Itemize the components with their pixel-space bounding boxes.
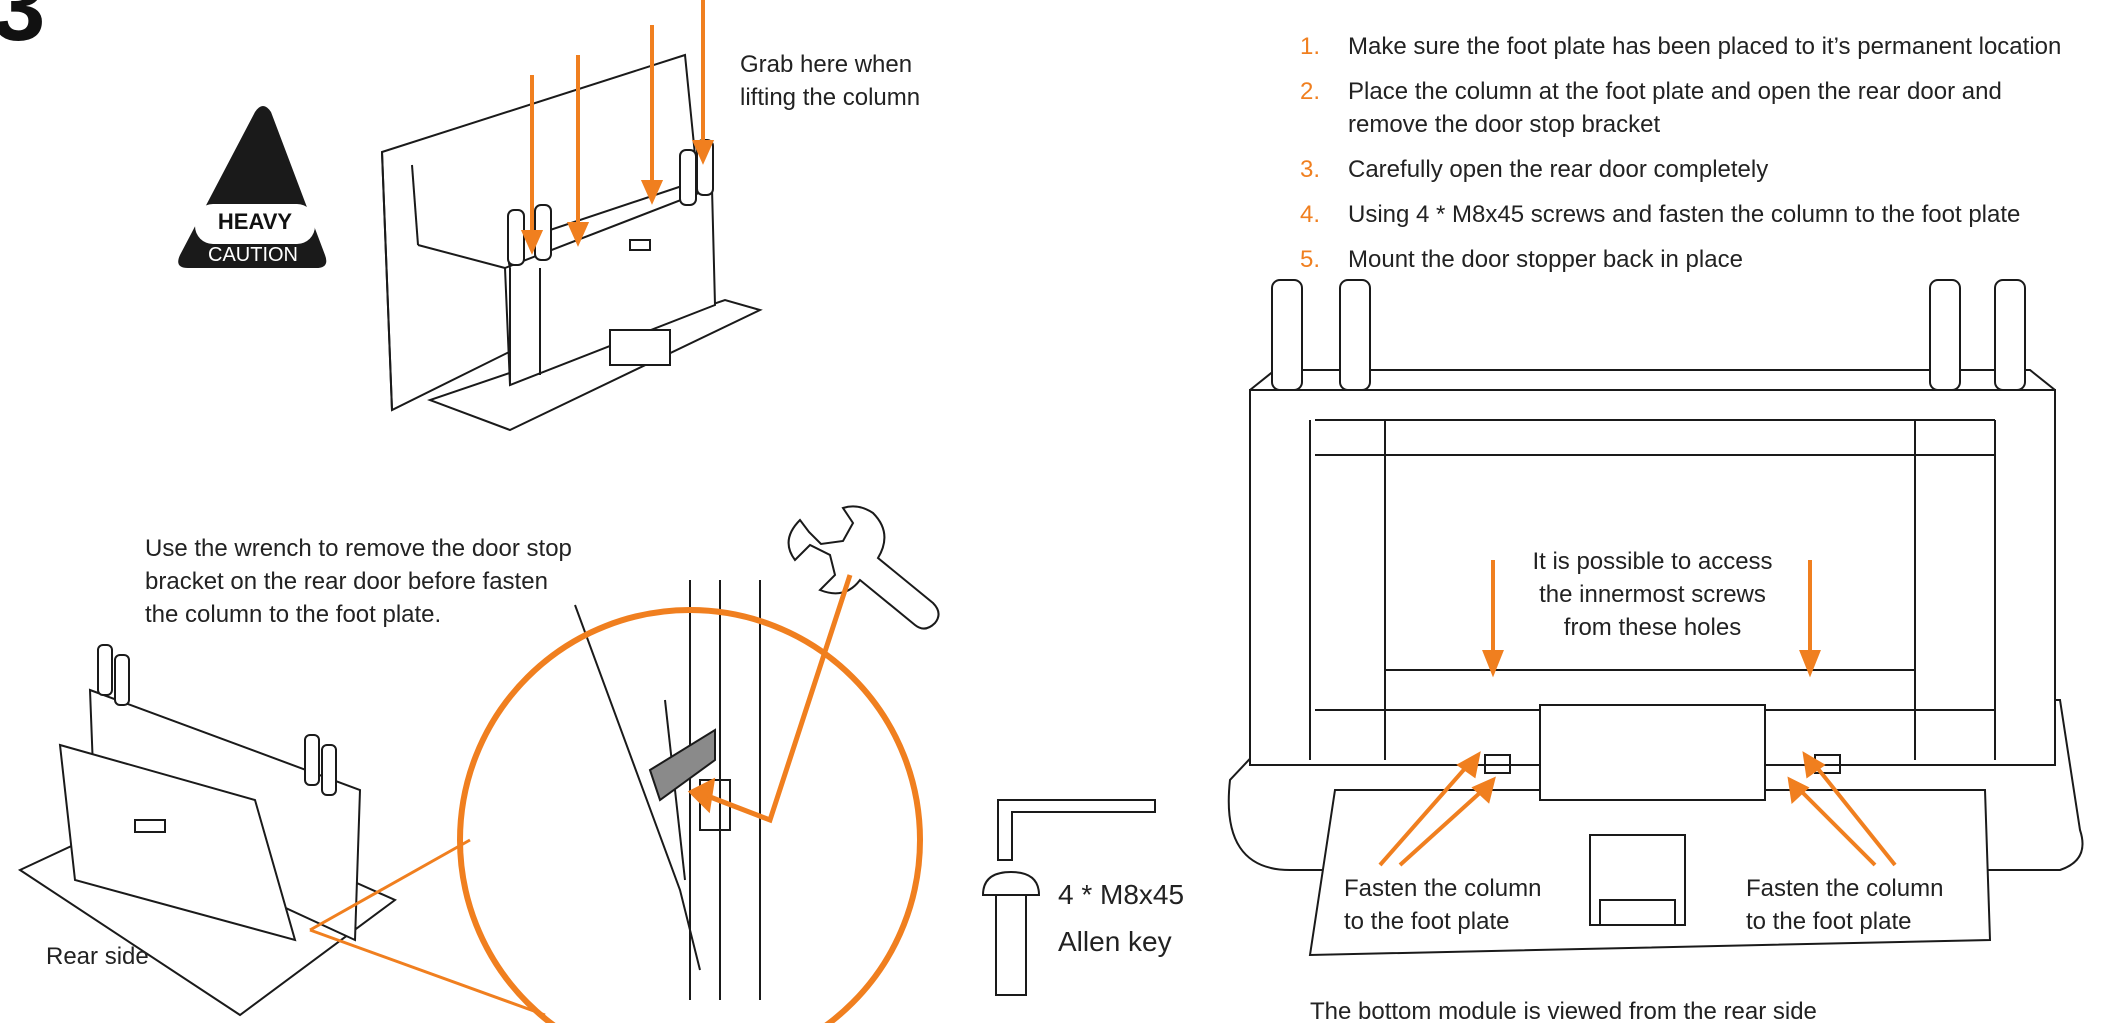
wrench-note: Use the wrench to remove the door stop b… (145, 535, 572, 628)
step-item-text: Place the column at the foot plate and o… (1348, 78, 2002, 138)
fasten-left-label: Fasten the column to the foot plate (1344, 872, 1574, 938)
screws-label: 4 * M8x45 (1058, 879, 1185, 910)
instruction-steps: 1. Make sure the foot plate has been plac… (1300, 30, 2120, 288)
step-item: 5. Mount the door stopper back in place (1300, 243, 2120, 276)
step-item-number: 4. (1300, 201, 1321, 228)
fasten-right-label: Fasten the column to the foot plate (1746, 872, 1976, 938)
step-item-text: Mount the door stopper back in place (1348, 246, 1743, 273)
step-item-text: Using 4 * M8x45 screws and fasten the co… (1348, 201, 2021, 228)
access-arrows (1482, 560, 1821, 678)
step-item-number: 1. (1300, 33, 1321, 60)
column-lift-illustration (380, 53, 763, 432)
step-item: 1. Make sure the foot plate has been plac… (1300, 30, 2120, 63)
zoom-circle (457, 607, 923, 1023)
step-item-text: Make sure the foot plate has been placed… (1348, 33, 2062, 60)
screw-icon (981, 870, 1041, 996)
fasten-arrows (1378, 751, 1897, 867)
grab-note: Grab here when lifting the column (740, 51, 921, 111)
allen-key-icon (997, 799, 1156, 861)
step-item-number: 2. (1300, 78, 1321, 105)
caution-heavy-label: HEAVY (217, 209, 293, 234)
access-note: It is possible to access the innermost s… (1500, 545, 1805, 644)
lift-arrows (520, 0, 715, 255)
bottom-caption: The bottom module is viewed from the rea… (1310, 998, 1817, 1025)
rear-side-label: Rear side (46, 943, 149, 970)
caution-caution-label: CAUTION (208, 244, 298, 266)
step-number: 3 (0, 0, 46, 61)
step-item-number: 5. (1300, 246, 1321, 273)
step-item: 3. Carefully open the rear door completel… (1300, 153, 2120, 186)
wrench-zoom-detail (574, 580, 761, 1000)
step-item-text: Carefully open the rear door completely (1348, 156, 1769, 183)
allen-key-label: Allen key (1058, 926, 1172, 957)
zoom-leader (309, 838, 546, 1017)
step-item: 2. Place the column at the foot plate and… (1300, 75, 2120, 141)
wrench-icon (787, 505, 940, 630)
step-item: 4. Using 4 * M8x45 screws and fasten the … (1300, 198, 2120, 231)
step-item-number: 3. (1300, 156, 1321, 183)
caution-sign (178, 106, 327, 268)
wrench-arrow (687, 574, 853, 824)
rear-door-illustration (17, 644, 397, 1017)
